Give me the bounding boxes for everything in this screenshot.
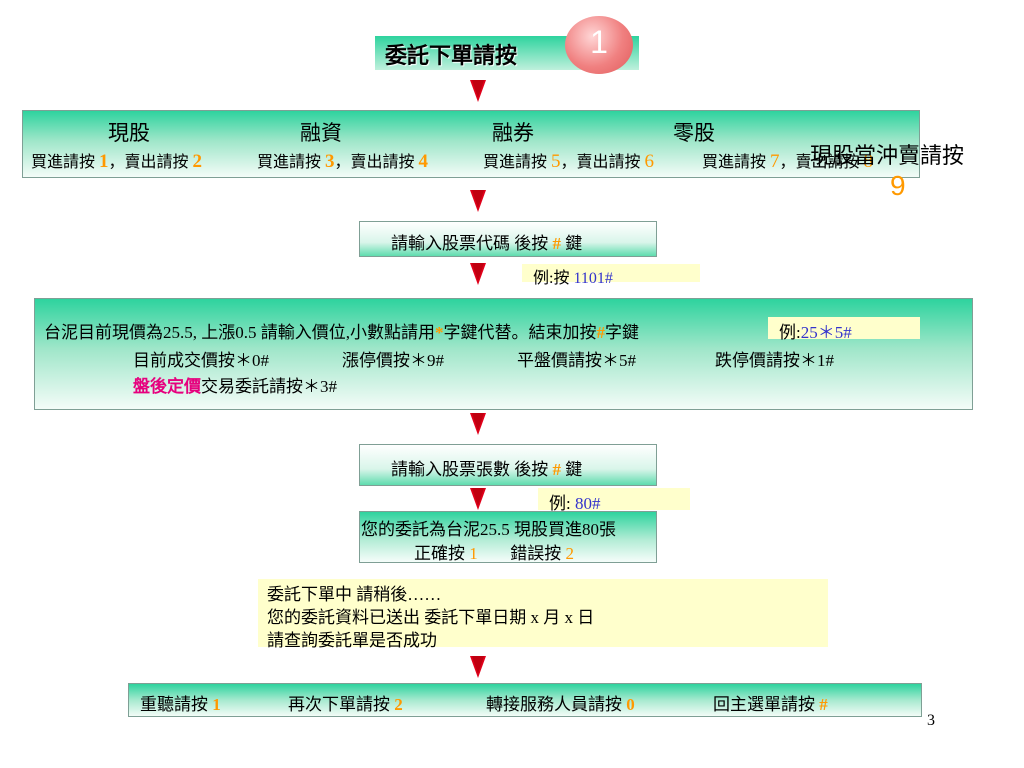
key-row-1: 買進請按 1，賣出請按 2 [31, 151, 203, 172]
price-example-bg [768, 317, 920, 339]
stock-code-example [522, 264, 700, 282]
confirm-box [359, 511, 657, 563]
price-example: 例:25＊5# [779, 323, 852, 342]
stock-code-box [359, 221, 657, 257]
price-option-after-hours: 盤後定價交易委託請按＊3# [133, 377, 337, 396]
key-row-2: 買進請按 3，賣出請按 4 [257, 151, 429, 172]
price-option-flat: 平盤價請按＊5# [517, 351, 636, 370]
confirm-options: 正確按 1 錯誤按 2 [414, 544, 574, 563]
daytrade-key: 9 [890, 170, 906, 201]
final-again: 再次下單請按 2 [288, 695, 403, 714]
arrow-down-icon [470, 488, 486, 510]
waiting-box [258, 579, 828, 647]
arrow-down-icon [470, 190, 486, 212]
final-options-box [128, 683, 922, 717]
arrow-down-icon [470, 413, 486, 435]
price-box [34, 298, 973, 410]
final-agent: 轉接服務人員請按 0 [486, 695, 635, 714]
stock-code-prompt: 請輸入股票代碼 後按 # 鍵 [391, 234, 583, 253]
final-menu: 回主選單請按 # [713, 695, 828, 714]
page-title: 委託下單請按 [385, 43, 518, 68]
quantity-example [538, 488, 690, 510]
stock-code-example-text: 例:按 1101# [533, 270, 613, 287]
step-badge: 1 [565, 16, 633, 74]
waiting-line-3: 請查詢委託單是否成功 [267, 631, 437, 650]
price-option-limit-down: 跌停價請按＊1# [715, 351, 834, 370]
category-box [22, 110, 920, 178]
category-cash: 現股 [108, 121, 150, 145]
category-odd: 零股 [673, 121, 715, 145]
category-short: 融券 [492, 121, 534, 145]
arrow-down-icon [470, 80, 486, 102]
step-badge-number: 1 [590, 24, 608, 60]
key-row-4: 買進請按 7，賣出請按 8 [702, 151, 874, 172]
price-option-current: 目前成交價按＊0# [133, 351, 269, 370]
confirm-summary: 您的委託為台泥25.5 現股買進80張 [361, 520, 616, 539]
page-number: 3 [927, 712, 935, 729]
arrow-down-icon [470, 656, 486, 678]
category-margin: 融資 [300, 121, 342, 145]
arrow-down-icon [470, 263, 486, 285]
waiting-line-2: 您的委託資料已送出 委託下單日期 x 月 x 日 [267, 608, 595, 627]
price-option-limit-up: 漲停價按＊9# [342, 351, 444, 370]
quantity-prompt: 請輸入股票張數 後按 # 鍵 [391, 460, 583, 479]
key-row-3: 買進請按 5，賣出請按 6 [483, 151, 655, 172]
daytrade-label: 現股當沖賣請按 [810, 143, 965, 168]
waiting-line-1: 委託下單中 請稍後…… [267, 585, 442, 604]
quantity-box [359, 444, 657, 486]
price-instruction: 台泥目前現價為25.5, 上漲0.5 請輸入價位,小數點請用*字鍵代替。結束加按… [44, 323, 639, 342]
quantity-example-text: 例: 80# [549, 494, 601, 513]
final-replay: 重聽請按 1 [140, 695, 221, 714]
